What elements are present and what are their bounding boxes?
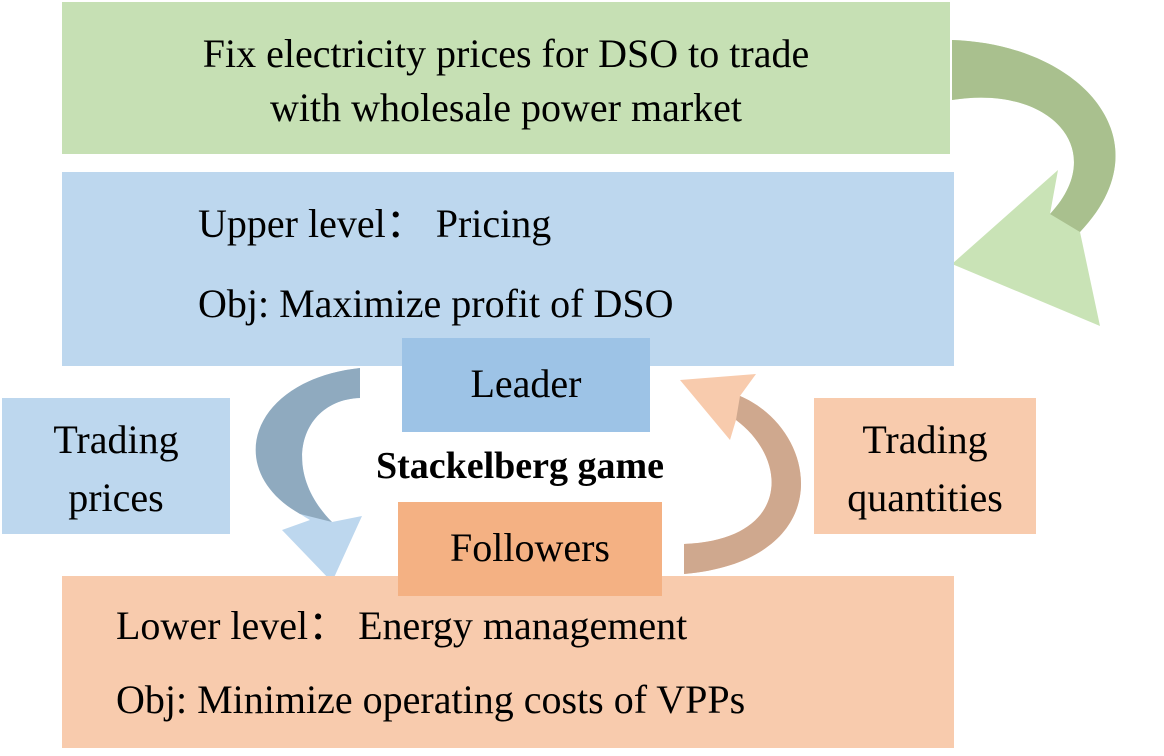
trading-quantities-line-1: Trading [862,417,988,462]
lower-level-box: Lower level： Energy management Obj: Mini… [62,576,954,748]
trading-quantities-box: Trading quantities [814,398,1036,534]
trading-prices-box: Trading prices [2,398,230,534]
trading-prices-line-1: Trading [53,417,179,462]
stackelberg-game-label: Stackelberg game [375,445,665,487]
wholesale-price-box: Fix electricity prices for DSO to trade … [62,2,950,154]
leader-box: Leader [402,338,650,432]
orange-curved-arrow-shade [684,396,802,574]
blue-curved-arrow-shade [255,368,360,522]
lower-level-objective: Obj: Minimize operating costs of VPPs [116,677,746,722]
upper-level-title: Upper level： Pricing [198,201,552,246]
leader-label: Leader [470,361,582,406]
top-line-1: Fix electricity prices for DSO to trade [202,31,810,76]
green-curved-arrow-shade [952,40,1116,232]
upper-level-box: Upper level： Pricing Obj: Maximize profi… [62,172,954,366]
trading-quantities-line-2: quantities [847,475,1003,520]
followers-box: Followers [398,502,662,596]
lower-level-title: Lower level： Energy management [116,603,688,648]
trading-prices-line-2: prices [68,475,164,520]
upper-level-objective: Obj: Maximize profit of DSO [198,281,674,326]
top-line-2: with wholesale power market [269,85,743,130]
followers-label: Followers [450,525,610,570]
